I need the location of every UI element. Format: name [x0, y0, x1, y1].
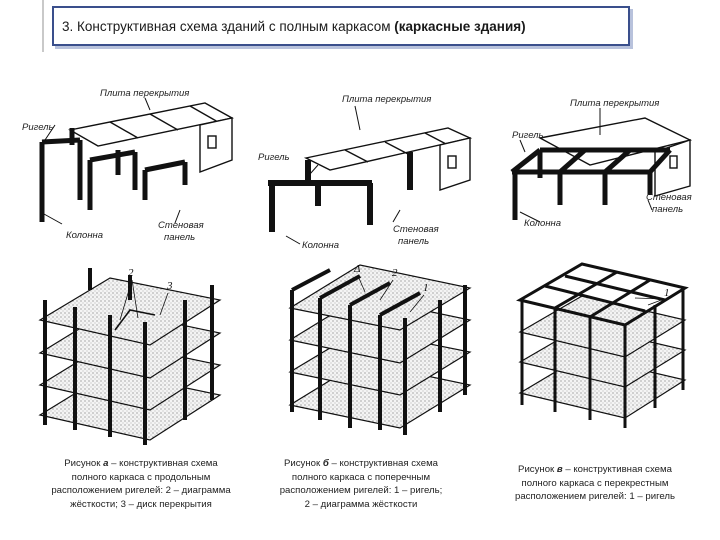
label-a-slab: Плита перекрытия [100, 88, 189, 99]
slide-title-box: 3. Конструктивная схема зданий с полным … [52, 6, 630, 46]
title-plain: 3. Конструктивная схема зданий с полным … [62, 19, 395, 34]
label-b-column: Колонна [302, 240, 339, 251]
label-c-slab: Плита перекрытия [570, 98, 659, 109]
label-b-panel-1: Стеновая [393, 224, 439, 235]
caption-c: Рисунок в – конструктивная схема полного… [515, 464, 675, 502]
caption-b: Рисунок б – конструктивная схема полного… [279, 458, 443, 510]
frame-a-building [38, 268, 222, 445]
frame-c-top [510, 108, 693, 223]
title-bold: (каркасные здания) [394, 19, 526, 34]
label-b-slab: Плита перекрытия [342, 94, 431, 105]
label-c-panel-2: панель [652, 204, 683, 215]
label-a-panel-1: Стеновая [158, 220, 204, 231]
slide-title: 3. Конструктивная схема зданий с полным … [62, 19, 526, 34]
caption-a: Рисунок а – конструктивная схема полного… [51, 458, 231, 510]
frame-b-top [268, 105, 473, 245]
label-b-beam: Ригель [258, 152, 290, 163]
label-c-column: Колонна [524, 218, 561, 229]
frame-c-building [515, 262, 689, 428]
frame-b-building [288, 264, 472, 435]
label-a-panel-2: панель [164, 232, 195, 243]
left-divider [42, 0, 44, 52]
num-a-3: 3 [166, 280, 173, 292]
num-a-2: 2 [128, 267, 134, 279]
num-c-1: 1 [664, 287, 670, 299]
frame-a-top [39, 97, 234, 225]
num-b-delta: Δ [353, 263, 360, 275]
label-a-beam: Ригель [22, 122, 54, 133]
num-b-1: 1 [423, 282, 429, 294]
label-b-panel-2: панель [398, 236, 429, 247]
num-b-2: 2 [392, 267, 398, 279]
label-c-panel-1: Стеновая [646, 192, 692, 203]
label-c-beam: Ригель [512, 130, 544, 141]
label-a-column: Колонна [66, 230, 103, 241]
